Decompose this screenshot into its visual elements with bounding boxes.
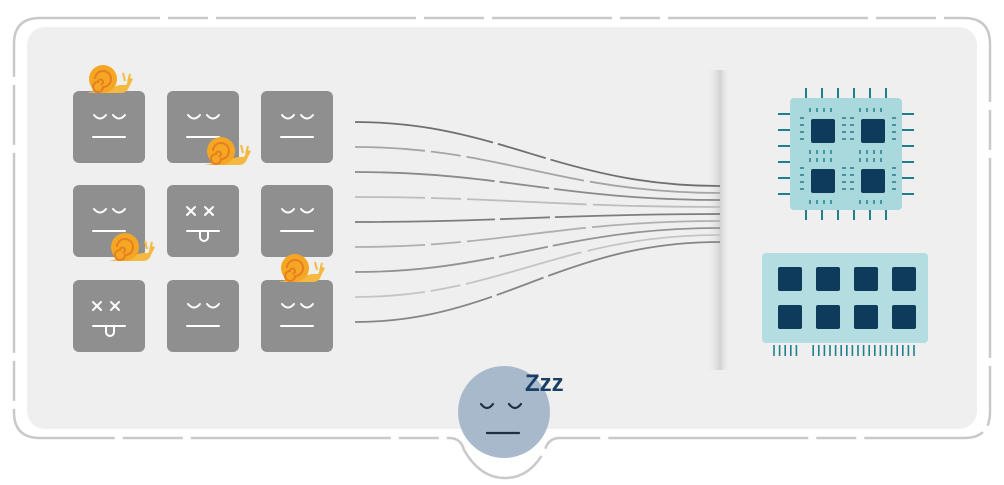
cpu-core bbox=[800, 108, 846, 154]
face-tile bbox=[167, 280, 239, 352]
connection-line bbox=[354, 196, 721, 208]
connection-line bbox=[354, 241, 721, 323]
outer-frame bbox=[12, 16, 992, 480]
snail-icon bbox=[87, 65, 133, 93]
face-tile bbox=[261, 280, 333, 352]
snail-icon bbox=[279, 254, 325, 282]
cpu-chip-icon bbox=[778, 88, 914, 220]
memory-cell bbox=[778, 267, 802, 291]
connection-line bbox=[354, 220, 721, 248]
memory-cell bbox=[892, 267, 916, 291]
face-tile bbox=[167, 185, 239, 257]
face-tile bbox=[261, 185, 333, 257]
cpu-core bbox=[850, 158, 896, 204]
snail-icon bbox=[109, 233, 155, 261]
dead-face-icon bbox=[186, 206, 220, 242]
memory-cell bbox=[778, 305, 802, 329]
dead-face-icon bbox=[92, 301, 126, 337]
connection-line bbox=[354, 121, 721, 187]
sleepy-face-icon bbox=[92, 114, 126, 138]
memory-cell bbox=[816, 267, 840, 291]
face-tile bbox=[73, 280, 145, 352]
face-tile bbox=[73, 91, 145, 163]
sleepy-face-icon bbox=[280, 208, 314, 232]
memory-cell bbox=[854, 267, 878, 291]
sleepy-face-icon bbox=[280, 114, 314, 138]
connection-line bbox=[354, 146, 721, 194]
cpu-core bbox=[800, 158, 846, 204]
sleepy-face-icon bbox=[186, 303, 220, 327]
tile-grid bbox=[73, 65, 333, 352]
connection-line bbox=[354, 227, 721, 273]
memory-cell bbox=[854, 305, 878, 329]
sleepy-face-icon bbox=[280, 303, 314, 327]
sleepy-face-icon bbox=[92, 208, 126, 232]
panel-divider bbox=[706, 70, 730, 370]
connection-line bbox=[354, 171, 721, 201]
memory-cell bbox=[892, 305, 916, 329]
sleepy-face-icon bbox=[186, 114, 220, 138]
sleeper-zzz-text: Zzz bbox=[525, 370, 564, 397]
face-tile bbox=[261, 91, 333, 163]
cpu-core bbox=[850, 108, 896, 154]
memory-cell bbox=[816, 305, 840, 329]
connection-line bbox=[354, 234, 721, 298]
sleeping-face-icon bbox=[458, 366, 550, 458]
connection-lines bbox=[354, 121, 721, 323]
snail-icon bbox=[205, 137, 251, 165]
memory-module-icon bbox=[762, 253, 928, 356]
connection-line bbox=[354, 213, 721, 223]
